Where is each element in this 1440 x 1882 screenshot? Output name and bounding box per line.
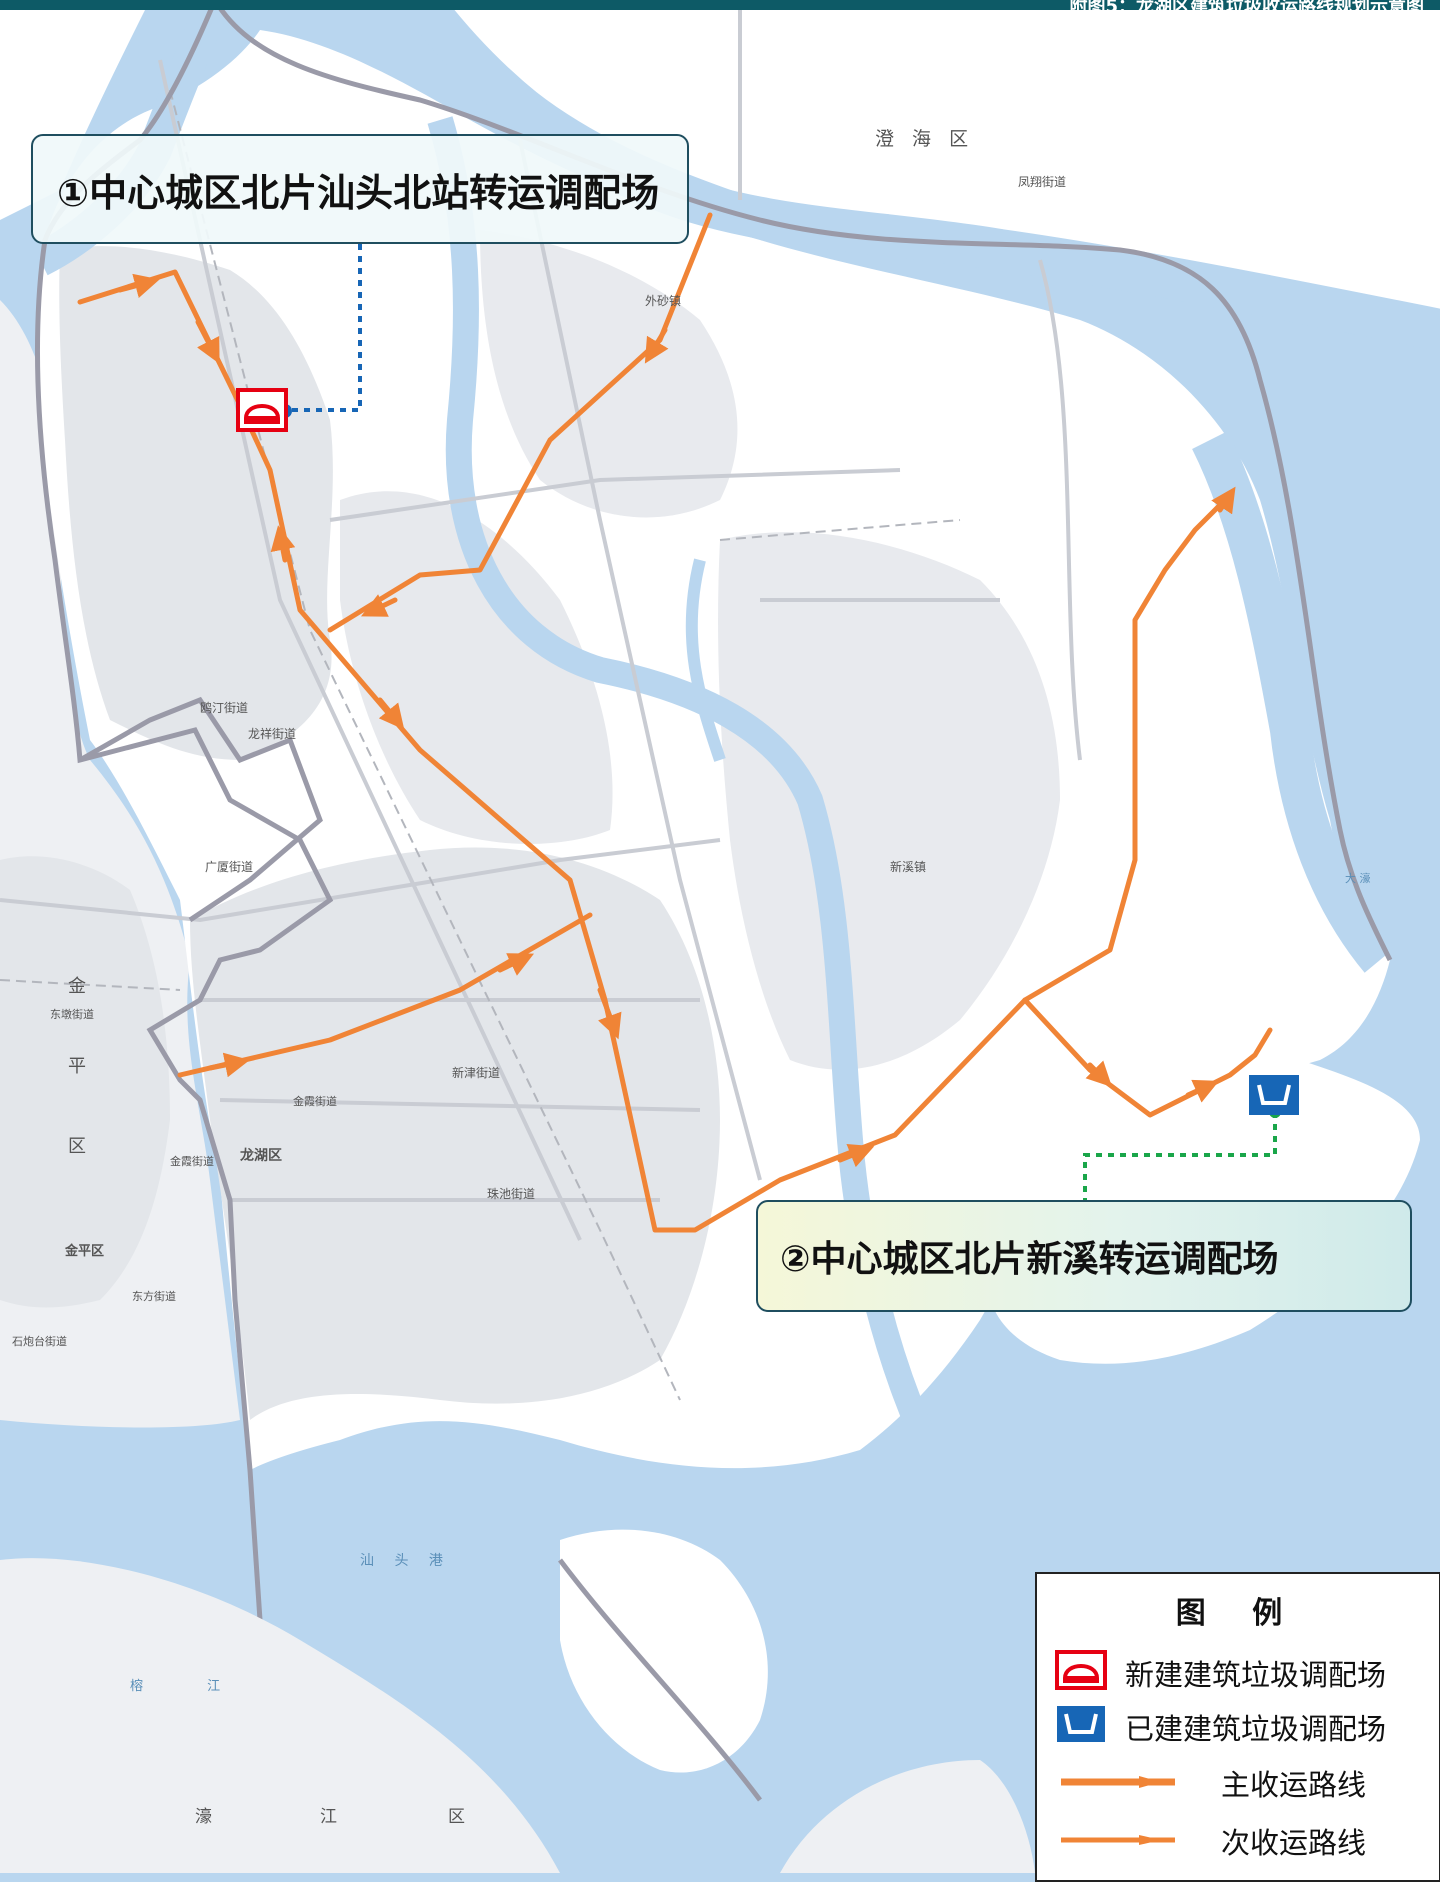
label-guangsha: 广厦街道 bbox=[205, 860, 253, 874]
label-waisha: 外砂镇 bbox=[645, 294, 681, 308]
leader-line-xinxi bbox=[1083, 1112, 1277, 1200]
legend-row-built-site: 已建建筑垃圾调配场 bbox=[1055, 1700, 1431, 1750]
callout-xinxi-station: ②中心城区北片新溪转运调配场 bbox=[756, 1200, 1412, 1312]
route-branch-southwest bbox=[177, 912, 593, 1078]
rail-lines bbox=[0, 89, 961, 1401]
header-bar: 附图5：龙湖区建筑垃圾收运路线规划示意图 bbox=[0, 0, 1440, 17]
land-southwest bbox=[0, 1558, 560, 1873]
callout-north-station-label: ①中心城区北片汕头北站转运调配场 bbox=[57, 170, 660, 215]
callout-xinxi-station-label: ②中心城区北片新溪转运调配场 bbox=[780, 1239, 1279, 1280]
legend-secondary-route-label: 次收运路线 bbox=[1221, 1826, 1367, 1860]
label-longxiang: 龙祥街道 bbox=[248, 727, 296, 741]
label-longhu: 龙湖区 bbox=[239, 1147, 282, 1164]
river-middle bbox=[427, 116, 932, 1436]
label-haojiang-3: 区 bbox=[448, 1807, 465, 1827]
district-boundary-north bbox=[212, 0, 1393, 962]
legend-row-secondary-route: 次收运路线 bbox=[1055, 1814, 1431, 1864]
place-labels: 澄 海 区 凤翔街道 外砂镇 新溪镇 鸥汀街道 龙祥街道 广厦街道 金 平 区 … bbox=[12, 128, 1371, 1827]
label-jinping-1: 金 bbox=[68, 976, 86, 997]
label-shantou-harbor: 汕 头 港 bbox=[360, 1553, 451, 1569]
label-shipaotai: 石炮台街道 bbox=[12, 1334, 67, 1348]
district-boundary-south bbox=[558, 1558, 762, 1802]
label-haojiang-1: 濠 bbox=[195, 1807, 212, 1827]
legend-built-site-label: 已建建筑垃圾调配场 bbox=[1125, 1712, 1387, 1746]
urban-west bbox=[59, 246, 333, 760]
label-jinping-3: 区 bbox=[68, 1136, 86, 1157]
urban-east bbox=[718, 532, 1060, 1070]
label-rongjiang: 榕 江 bbox=[130, 1679, 250, 1694]
callout-north-station: ①中心城区北片汕头北站转运调配场 bbox=[31, 134, 689, 244]
route-arrows bbox=[117, 273, 1236, 1168]
land-south-shore bbox=[560, 1529, 768, 1773]
main-route-west bbox=[77, 269, 1233, 1233]
river-north bbox=[403, 0, 1440, 351]
label-zhuchi: 珠池街道 bbox=[487, 1187, 535, 1201]
urban-jinping bbox=[0, 856, 170, 1308]
label-fengxiang: 凤翔街道 bbox=[1018, 175, 1066, 189]
legend-row-new-site: 新建建筑垃圾调配场 bbox=[1055, 1646, 1431, 1696]
red-arch-icon bbox=[236, 388, 288, 432]
map-caption: 附图5：龙湖区建筑垃圾收运路线规划示意图 bbox=[1069, 0, 1424, 17]
district-boundary-southwest bbox=[78, 696, 323, 923]
label-waiting: 鸥汀街道 bbox=[200, 700, 248, 715]
leader-line-north bbox=[285, 244, 362, 412]
map-legend: 图 例 新建建筑垃圾调配场 已建建筑垃圾调配场 主收运路线 次收运路线 bbox=[1035, 1572, 1440, 1882]
land-southeast bbox=[780, 1760, 1035, 1873]
blue-basin-icon bbox=[1057, 1706, 1105, 1742]
river-inner bbox=[685, 558, 726, 762]
route-branch-waisha bbox=[327, 212, 713, 633]
red-arch-icon bbox=[1055, 1650, 1107, 1690]
label-jinxia-2: 金霞街道 bbox=[170, 1154, 214, 1168]
urban-south bbox=[190, 847, 720, 1420]
label-jinxia: 金霞街道 bbox=[293, 1094, 337, 1108]
main-route-symbol bbox=[1061, 1776, 1175, 1788]
blue-basin-icon bbox=[1249, 1075, 1299, 1115]
land-chenghai bbox=[0, 0, 1440, 320]
label-xinxi-town: 新溪镇 bbox=[890, 859, 926, 874]
legend-new-site-label: 新建建筑垃圾调配场 bbox=[1125, 1658, 1387, 1692]
route-lines bbox=[77, 212, 1273, 1233]
legend-row-main-route: 主收运路线 bbox=[1055, 1756, 1431, 1806]
label-jinping-2: 平 bbox=[68, 1056, 86, 1077]
label-xinjin: 新津街道 bbox=[452, 1065, 500, 1080]
label-haojiang-2: 江 bbox=[320, 1807, 337, 1827]
label-chenghai: 澄 海 区 bbox=[875, 128, 974, 150]
label-dongfang: 东方街道 bbox=[132, 1289, 176, 1303]
secondary-route-symbol bbox=[1061, 1835, 1175, 1845]
legend-title: 图 例 bbox=[1175, 1596, 1301, 1631]
legend-main-route-label: 主收运路线 bbox=[1221, 1768, 1367, 1802]
label-dongdun: 东墩街道 bbox=[50, 1007, 94, 1021]
label-jinping-qu: 金平区 bbox=[64, 1243, 104, 1259]
label-dahao: 大 濠 bbox=[1345, 871, 1371, 885]
river-east bbox=[1192, 431, 1396, 973]
